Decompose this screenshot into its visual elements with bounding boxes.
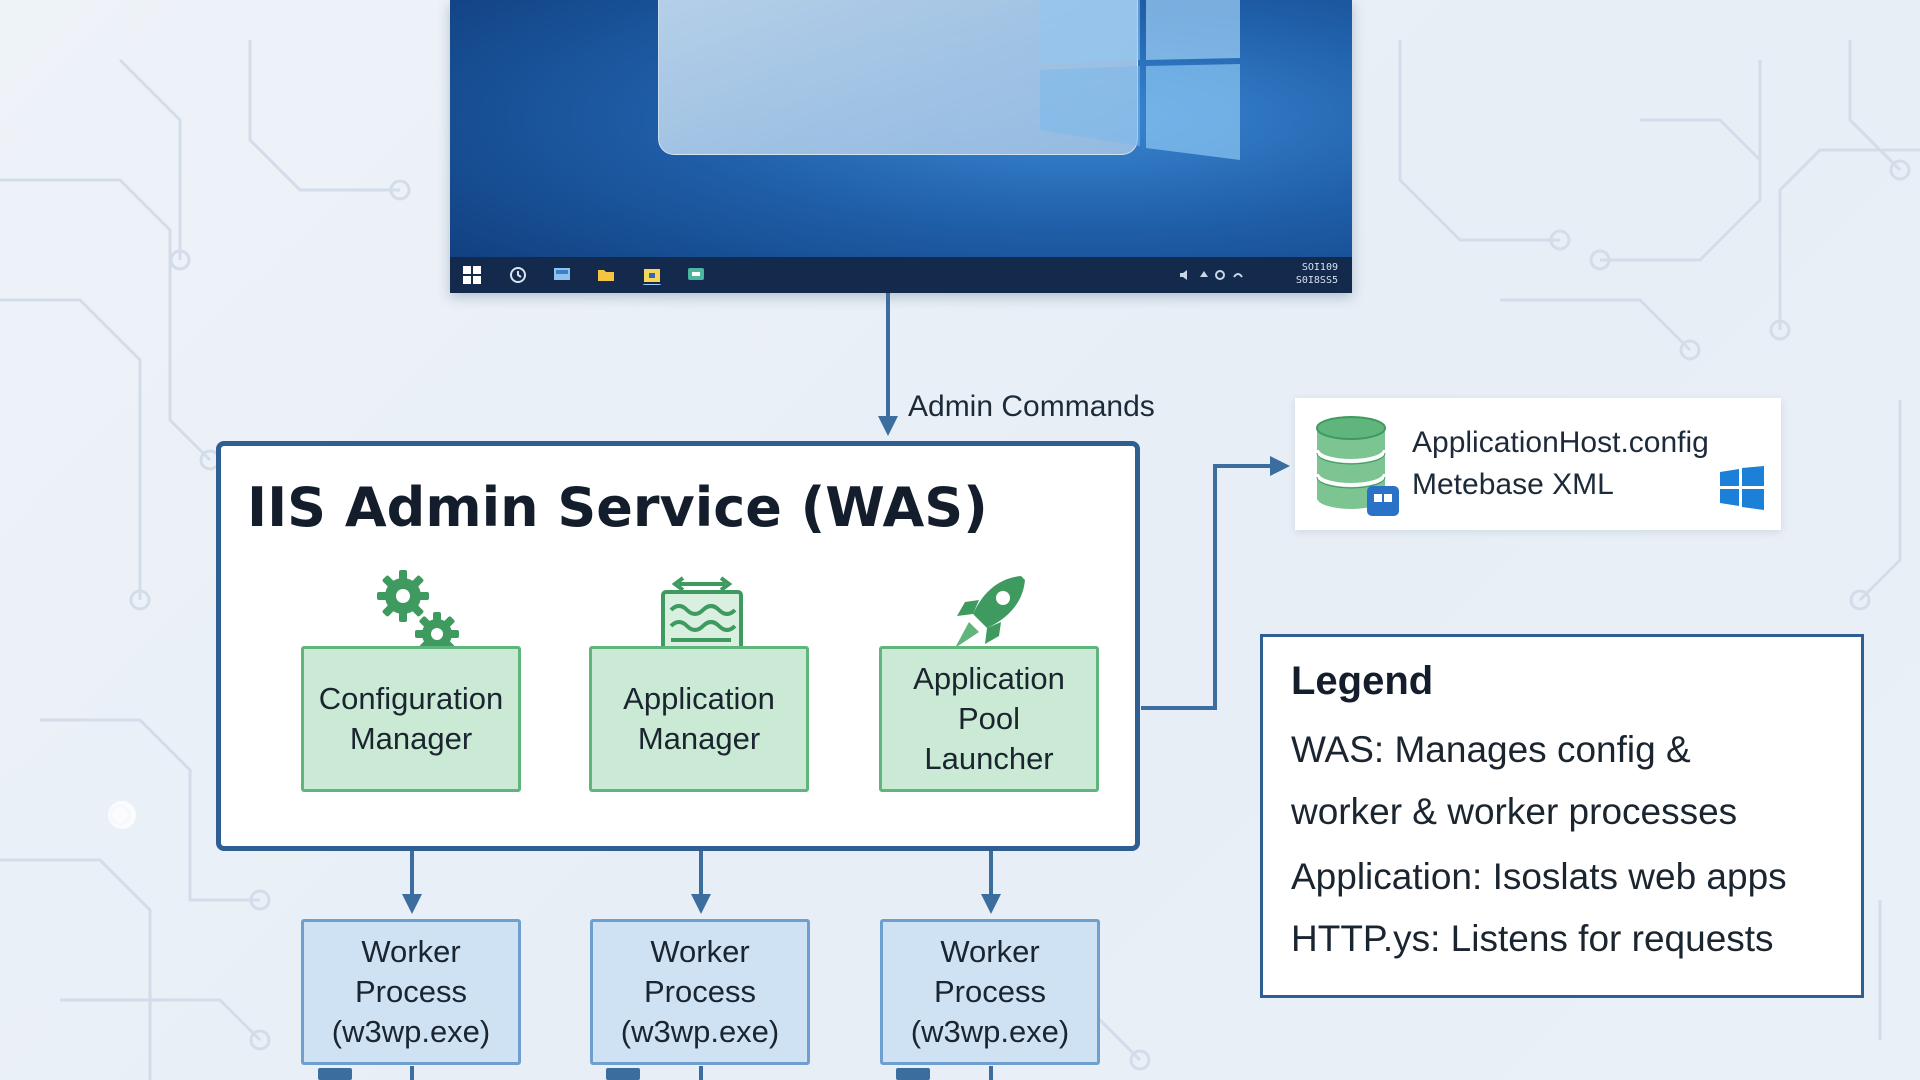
legend-title: Legend (1291, 659, 1434, 703)
worker-process-3[interactable]: Worker Process (w3wp.exe) (880, 919, 1100, 1065)
rocket-icon (955, 576, 1025, 648)
windows-wallpaper-logo-icon (1040, 0, 1240, 160)
chip-icon (896, 1068, 930, 1080)
application-pool-launcher[interactable]: Application Pool Launcher (879, 646, 1099, 792)
taskbar: SOI109 S0I8SS5 (450, 257, 1352, 293)
taskbar-clock[interactable]: SOI109 S0I8SS5 (1295, 262, 1338, 286)
windows-logo-icon (1720, 466, 1764, 510)
worker-process-2[interactable]: Worker Process (w3wp.exe) (590, 919, 810, 1065)
config-file-name: ApplicationHost.config (1412, 426, 1709, 459)
gears-icon (377, 570, 459, 656)
monitor-icon[interactable] (552, 265, 572, 285)
was-container: IIS Admin Service (WAS) Configuration Ma… (216, 441, 1140, 851)
admin-commands-label: Admin Commands (908, 390, 1155, 423)
chip-icon (606, 1068, 640, 1080)
network-board-icon (661, 576, 743, 654)
windows-desktop-screenshot: SOI109 S0I8SS5 (450, 0, 1352, 293)
windows-start-icon[interactable] (462, 265, 482, 285)
config-format: Metebase XML (1412, 468, 1614, 501)
legend-line-http: HTTP.ys: Listens for requests (1291, 918, 1774, 959)
application-manager[interactable]: Application Manager (589, 646, 809, 792)
legend-line-workers: worker & worker processes (1291, 791, 1738, 832)
file-explorer-icon[interactable] (642, 265, 662, 285)
configuration-manager[interactable]: Configuration Manager (301, 646, 521, 792)
clock-icon[interactable] (508, 265, 528, 285)
database-icon (1315, 416, 1399, 516)
legend: Legend WAS: Manages config & worker & wo… (1260, 634, 1864, 998)
was-title: IIS Admin Service (WAS) (247, 476, 988, 539)
config-store[interactable]: ApplicationHost.config Metebase XML (1295, 398, 1781, 530)
chip-icon (318, 1068, 352, 1080)
legend-line-application: Application: Isoslats web apps (1291, 856, 1787, 897)
was-to-config-store-arrow (1141, 456, 1290, 710)
network-icon[interactable] (686, 265, 706, 285)
worker-process-1[interactable]: Worker Process (w3wp.exe) (301, 919, 521, 1065)
folder-icon[interactable] (596, 265, 616, 285)
system-tray-icons[interactable] (1176, 265, 1246, 285)
legend-line-was: WAS: Manages config & (1291, 729, 1691, 770)
